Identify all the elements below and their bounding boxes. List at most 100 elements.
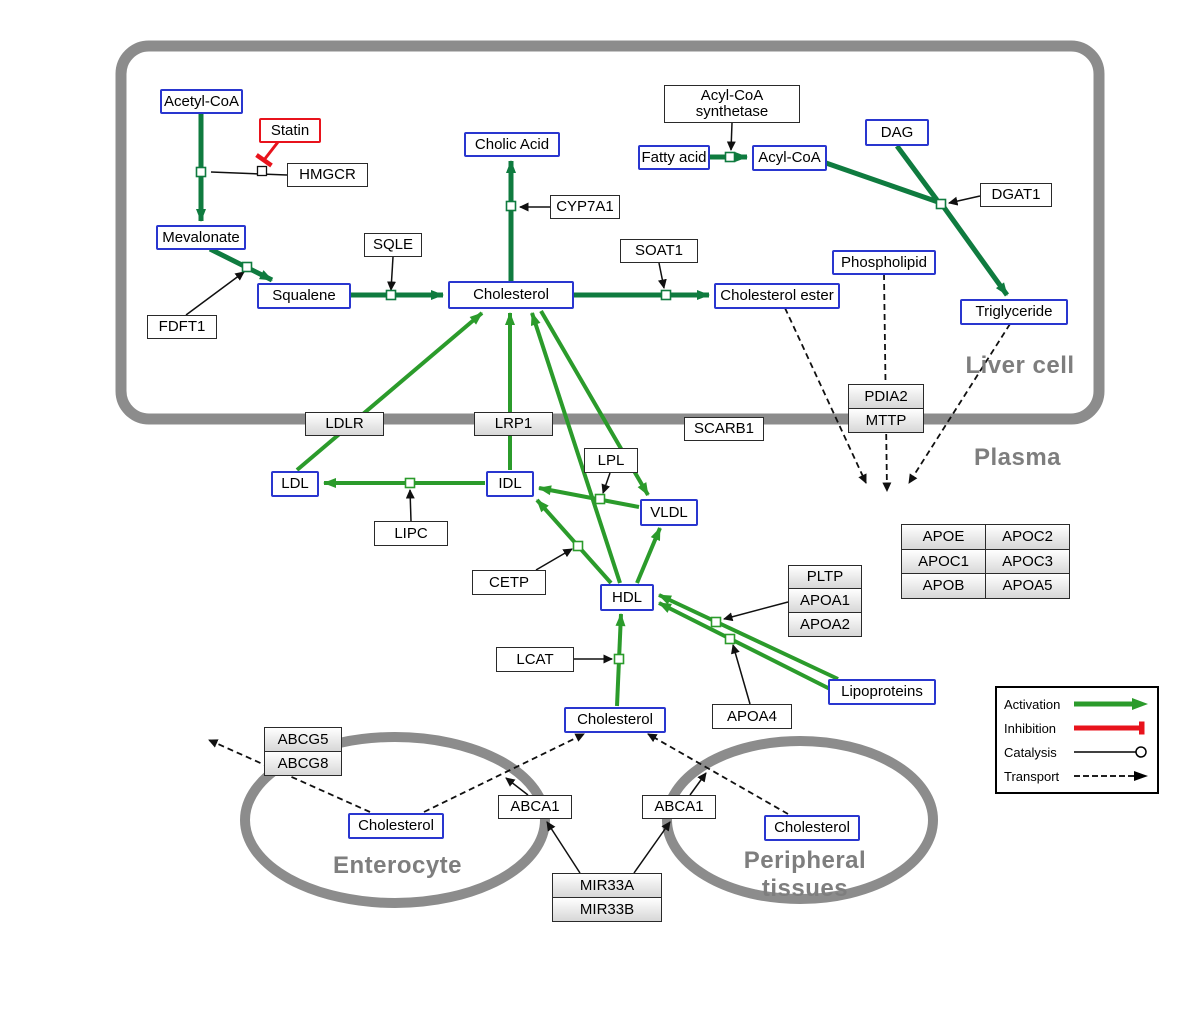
catalysis-acyl-coa-synthetase (726, 122, 736, 151)
node-cholesterol-enterocyte[interactable]: Cholesterol (348, 813, 444, 839)
regulation-mir33-abca1-right (633, 821, 671, 874)
node-cholesterol-peripheral[interactable]: Cholesterol (764, 815, 860, 841)
node-hdl[interactable]: HDL (600, 584, 654, 611)
catalysis-pltp-apoa (723, 601, 789, 622)
edge-lipoproteins-hdl-lower (658, 601, 833, 692)
node-cyp7a1[interactable]: CYP7A1 (550, 195, 620, 219)
node-lpl[interactable]: LPL (584, 448, 638, 473)
region-label-enterocyte: Enterocyte (332, 852, 463, 879)
node-mir33a[interactable]: MIR33A (552, 873, 662, 898)
node-apoa2[interactable]: APOA2 (788, 612, 862, 637)
node-apoa4[interactable]: APOA4 (712, 704, 792, 729)
node-apob[interactable]: APOB (901, 573, 986, 599)
node-pdia2[interactable]: PDIA2 (848, 384, 924, 409)
node-dgat1[interactable]: DGAT1 (980, 183, 1052, 207)
node-ldlr[interactable]: LDLR (305, 412, 384, 436)
catalysis-sqle (387, 256, 397, 291)
node-acyl-coa-synthetase[interactable]: Acyl-CoA synthetase (664, 85, 800, 123)
catalysis-anchor-hmgcr (256, 165, 268, 177)
node-cholesterol-liver[interactable]: Cholesterol (448, 281, 574, 309)
node-apoe[interactable]: APOE (901, 524, 986, 550)
node-lipoproteins[interactable]: Lipoproteins (828, 679, 936, 705)
edge-hdl-cholesterol (530, 312, 622, 584)
node-sqle[interactable]: SQLE (364, 233, 422, 257)
edge-dag-junction (894, 144, 940, 202)
node-cholesterol-plasma[interactable]: Cholesterol (564, 707, 666, 733)
node-statin[interactable]: Statin (259, 118, 321, 143)
node-pltp[interactable]: PLTP (788, 565, 862, 589)
edge-hdl-vldl (635, 527, 662, 584)
node-acyl-coa[interactable]: Acyl-CoA (752, 145, 827, 171)
node-apoc1[interactable]: APOC1 (901, 549, 986, 575)
activation-arrow-icon (1074, 698, 1148, 710)
catalysis-fdft1 (185, 271, 245, 316)
catalysis-lpl (601, 472, 611, 494)
catalysis-abca1-right (689, 772, 707, 796)
transport-peripheral-to-plasma (647, 733, 789, 815)
node-cholic-acid[interactable]: Cholic Acid (464, 132, 560, 157)
node-scarb1[interactable]: SCARB1 (684, 417, 764, 441)
catalysis-apoa4 (731, 644, 751, 705)
catalysis-dgat1 (948, 195, 981, 206)
legend-label-activation: Activation (1004, 696, 1061, 712)
edge-ldl-cholesterol (295, 311, 484, 472)
node-lipc[interactable]: LIPC (374, 521, 448, 546)
enterocyte-border (240, 732, 550, 908)
legend-row-inhibition: Inhibition (1004, 720, 1150, 736)
edge-mevalonate-squalene (208, 246, 274, 283)
node-dag[interactable]: DAG (865, 119, 929, 146)
legend-row-catalysis: Catalysis (1004, 744, 1150, 760)
node-fdft1[interactable]: FDFT1 (147, 315, 217, 339)
catalysis-soat1 (657, 262, 667, 289)
regulation-mir33-abca1-left (546, 821, 581, 874)
node-soat1[interactable]: SOAT1 (620, 239, 698, 263)
compartment-borders (115, 40, 1105, 908)
region-label-liver-cell: Liver cell (965, 352, 1075, 379)
transport-cholesterolester-secretion (784, 307, 867, 484)
node-apoa5[interactable]: APOA5 (985, 573, 1070, 599)
node-mevalonate[interactable]: Mevalonate (156, 225, 246, 250)
edge-vldl-idl (538, 485, 640, 509)
catalysis-line-icon (1074, 746, 1147, 758)
legend-row-transport: Transport (1004, 768, 1150, 784)
node-lcat[interactable]: LCAT (496, 647, 574, 672)
catalysis-abca1-left (505, 777, 529, 796)
region-label-peripheral-tissues: Peripheral tissues (743, 847, 867, 902)
legend-row-activation: Activation (1004, 696, 1150, 712)
node-ldl[interactable]: LDL (271, 471, 319, 497)
node-abca1-enterocyte[interactable]: ABCA1 (498, 795, 572, 819)
node-phospholipid[interactable]: Phospholipid (832, 250, 936, 275)
catalysis-hmgcr (210, 171, 288, 176)
node-abcg8[interactable]: ABCG8 (264, 751, 342, 776)
node-mttp[interactable]: MTTP (848, 408, 924, 433)
node-abcg5[interactable]: ABCG5 (264, 727, 342, 752)
node-squalene[interactable]: Squalene (257, 283, 351, 309)
node-apoa1[interactable]: APOA1 (788, 588, 862, 613)
node-apoc2[interactable]: APOC2 (985, 524, 1070, 550)
legend-label-catalysis: Catalysis (1004, 744, 1057, 760)
node-fatty-acid[interactable]: Fatty acid (638, 145, 710, 170)
node-idl[interactable]: IDL (486, 471, 534, 497)
transport-arrow-icon (1074, 771, 1148, 781)
catalysis-edges (185, 122, 981, 874)
region-label-plasma: Plasma (973, 444, 1062, 471)
catalysis-cetp (535, 548, 573, 571)
node-abca1-peripheral[interactable]: ABCA1 (642, 795, 716, 819)
node-cholesterol-ester[interactable]: Cholesterol ester (714, 283, 840, 309)
edge-acylcoa-junction (825, 160, 939, 205)
legend-label-inhibition: Inhibition (1004, 720, 1057, 736)
node-cetp[interactable]: CETP (472, 570, 546, 595)
node-triglyceride[interactable]: Triglyceride (960, 299, 1068, 325)
node-lrp1[interactable]: LRP1 (474, 412, 553, 436)
inhibition-edge (255, 141, 280, 168)
node-acetyl-coa[interactable]: Acetyl-CoA (160, 89, 243, 114)
node-mir33b[interactable]: MIR33B (552, 897, 662, 922)
inhibition-tbar-icon (1074, 721, 1145, 735)
catalysis-lipc (405, 489, 415, 522)
node-hmgcr[interactable]: HMGCR (287, 163, 368, 187)
node-vldl[interactable]: VLDL (640, 499, 698, 526)
liver-cell-border (115, 40, 1105, 425)
node-apoc3[interactable]: APOC3 (985, 549, 1070, 575)
